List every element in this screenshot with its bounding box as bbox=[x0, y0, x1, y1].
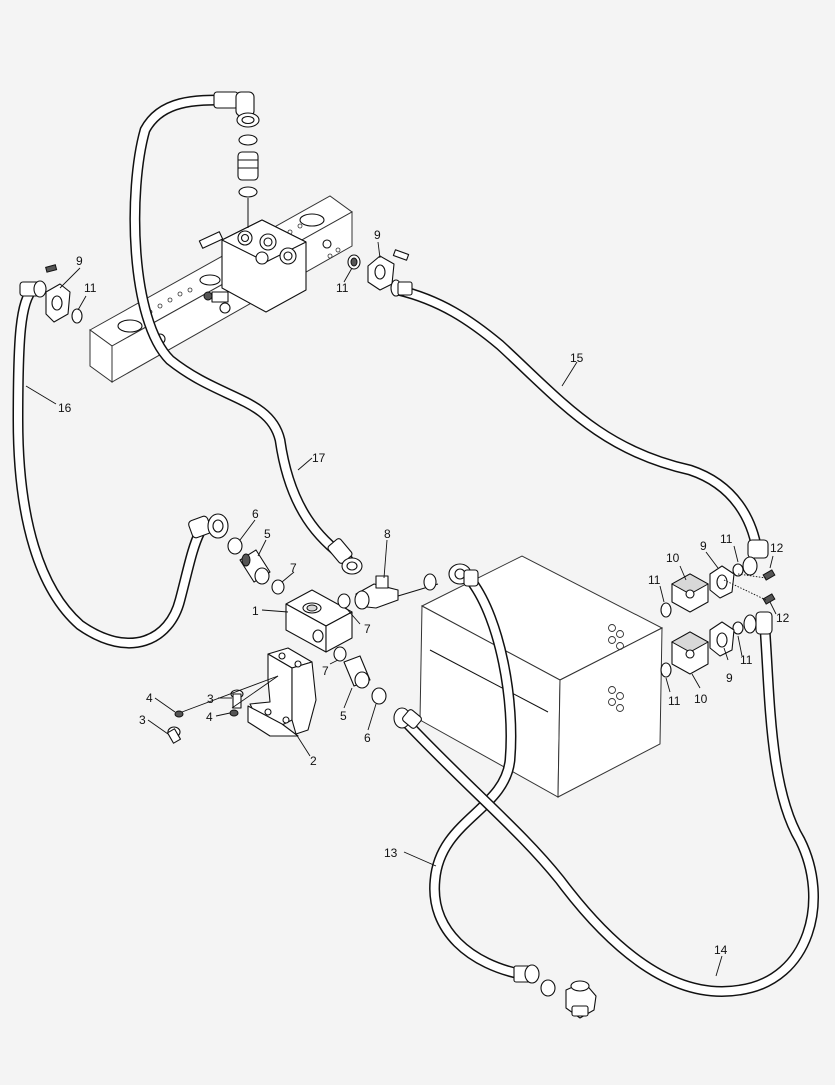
washer-4-lower bbox=[174, 710, 184, 718]
callout-10b: 10 bbox=[694, 692, 708, 706]
adapter-5-lower bbox=[343, 655, 371, 689]
callout-17: 17 bbox=[312, 451, 326, 465]
adapter-5-upper bbox=[239, 549, 271, 585]
leader-lines bbox=[25, 241, 777, 977]
callout-6b: 6 bbox=[364, 731, 371, 745]
hose-15-top-end bbox=[390, 279, 413, 297]
hose-15-bottom-elbow bbox=[742, 539, 769, 576]
elbow-adapter-bottom bbox=[565, 980, 597, 1019]
oring-near-block bbox=[423, 573, 437, 591]
bolt-3-lower bbox=[166, 726, 182, 744]
hose-17-top-elbow bbox=[213, 91, 260, 128]
callout-11b: 11 bbox=[336, 281, 349, 295]
hose-16 bbox=[12, 282, 206, 649]
oring-7-lower bbox=[333, 646, 347, 662]
hose-17 bbox=[129, 94, 354, 566]
oring-7-right bbox=[337, 593, 351, 609]
hose-14-top-elbow bbox=[743, 611, 773, 635]
hose-16-top-end bbox=[19, 280, 47, 298]
callout-7c: 7 bbox=[322, 664, 329, 678]
bolt-3-upper bbox=[230, 689, 244, 709]
oring-11-left-lower bbox=[660, 662, 672, 678]
washer-4-upper bbox=[229, 709, 239, 717]
hose-14 bbox=[396, 624, 819, 997]
oring-11-right-top bbox=[732, 563, 744, 577]
manifold-bar bbox=[89, 195, 353, 383]
callout-12a: 12 bbox=[770, 541, 784, 555]
callout-9d: 9 bbox=[726, 671, 733, 685]
oring-bottom bbox=[540, 979, 556, 997]
hose-14-left-end bbox=[393, 707, 422, 729]
hose-13-bottom-end bbox=[513, 964, 540, 984]
callout-8: 8 bbox=[384, 527, 391, 541]
callout-12b: 12 bbox=[776, 611, 790, 625]
callout-10a: 10 bbox=[666, 551, 680, 565]
oring-7-upper bbox=[271, 579, 285, 595]
callout-3a: 3 bbox=[207, 692, 214, 706]
hose-15 bbox=[392, 284, 763, 556]
screw-left-top bbox=[45, 264, 58, 273]
valve-block bbox=[419, 555, 664, 798]
screw-12-upper bbox=[762, 569, 776, 581]
oring-top-1 bbox=[238, 134, 258, 146]
screw-12-lower bbox=[762, 593, 776, 605]
callouts: 1 2 3 3 4 4 5 5 6 6 7 7 7 8 9 9 9 9 10 1… bbox=[58, 228, 790, 957]
callout-4b: 4 bbox=[206, 710, 213, 724]
callout-11a: 11 bbox=[84, 281, 97, 295]
callout-5a: 5 bbox=[264, 527, 271, 541]
flange-clamp-9-left bbox=[45, 283, 71, 323]
flange-clamp-9-right-top bbox=[709, 565, 735, 599]
flange-clamp-9-right-bottom bbox=[709, 621, 735, 657]
adapter-top bbox=[237, 151, 259, 181]
flange-10-lower bbox=[670, 631, 710, 675]
swivel-8 bbox=[354, 575, 439, 610]
hose-16-bottom-elbow bbox=[188, 513, 229, 539]
oring-6-lower bbox=[371, 687, 387, 705]
callout-9a: 9 bbox=[76, 254, 83, 268]
callout-11e: 11 bbox=[740, 653, 753, 667]
callout-14: 14 bbox=[714, 943, 728, 957]
callout-9b: 9 bbox=[374, 228, 381, 242]
callout-2: 2 bbox=[310, 754, 317, 768]
callout-11d: 11 bbox=[720, 532, 733, 546]
flange-10-upper bbox=[670, 573, 710, 613]
oring-11-left bbox=[71, 308, 83, 324]
callout-11c: 11 bbox=[648, 573, 661, 587]
oring-6-upper bbox=[227, 537, 243, 555]
callout-13: 13 bbox=[384, 846, 398, 860]
callout-16: 16 bbox=[58, 401, 72, 415]
hose-17-bottom-end bbox=[327, 538, 363, 575]
callout-9c: 9 bbox=[700, 539, 707, 553]
tee-block-1 bbox=[285, 589, 353, 653]
oring-11-top bbox=[347, 254, 361, 270]
oring-top-2 bbox=[238, 186, 258, 198]
callout-7b: 7 bbox=[364, 622, 371, 636]
hose-13-top-elbow bbox=[448, 563, 479, 587]
callout-15: 15 bbox=[570, 351, 584, 365]
callout-4a: 4 bbox=[146, 691, 153, 705]
callout-11f: 11 bbox=[668, 694, 681, 708]
callout-6a: 6 bbox=[252, 507, 259, 521]
flange-clamp-9-top bbox=[367, 255, 395, 291]
oring-11-left-upper bbox=[660, 602, 672, 618]
control-valve-section bbox=[198, 219, 307, 314]
hose-13 bbox=[429, 576, 531, 981]
screw-top bbox=[392, 249, 410, 261]
callout-5b: 5 bbox=[340, 709, 347, 723]
callout-3b: 3 bbox=[139, 713, 146, 727]
callout-1: 1 bbox=[252, 604, 259, 618]
callout-7a: 7 bbox=[290, 561, 297, 575]
bracket-2 bbox=[247, 647, 317, 737]
oring-11-right-bottom bbox=[732, 621, 744, 635]
